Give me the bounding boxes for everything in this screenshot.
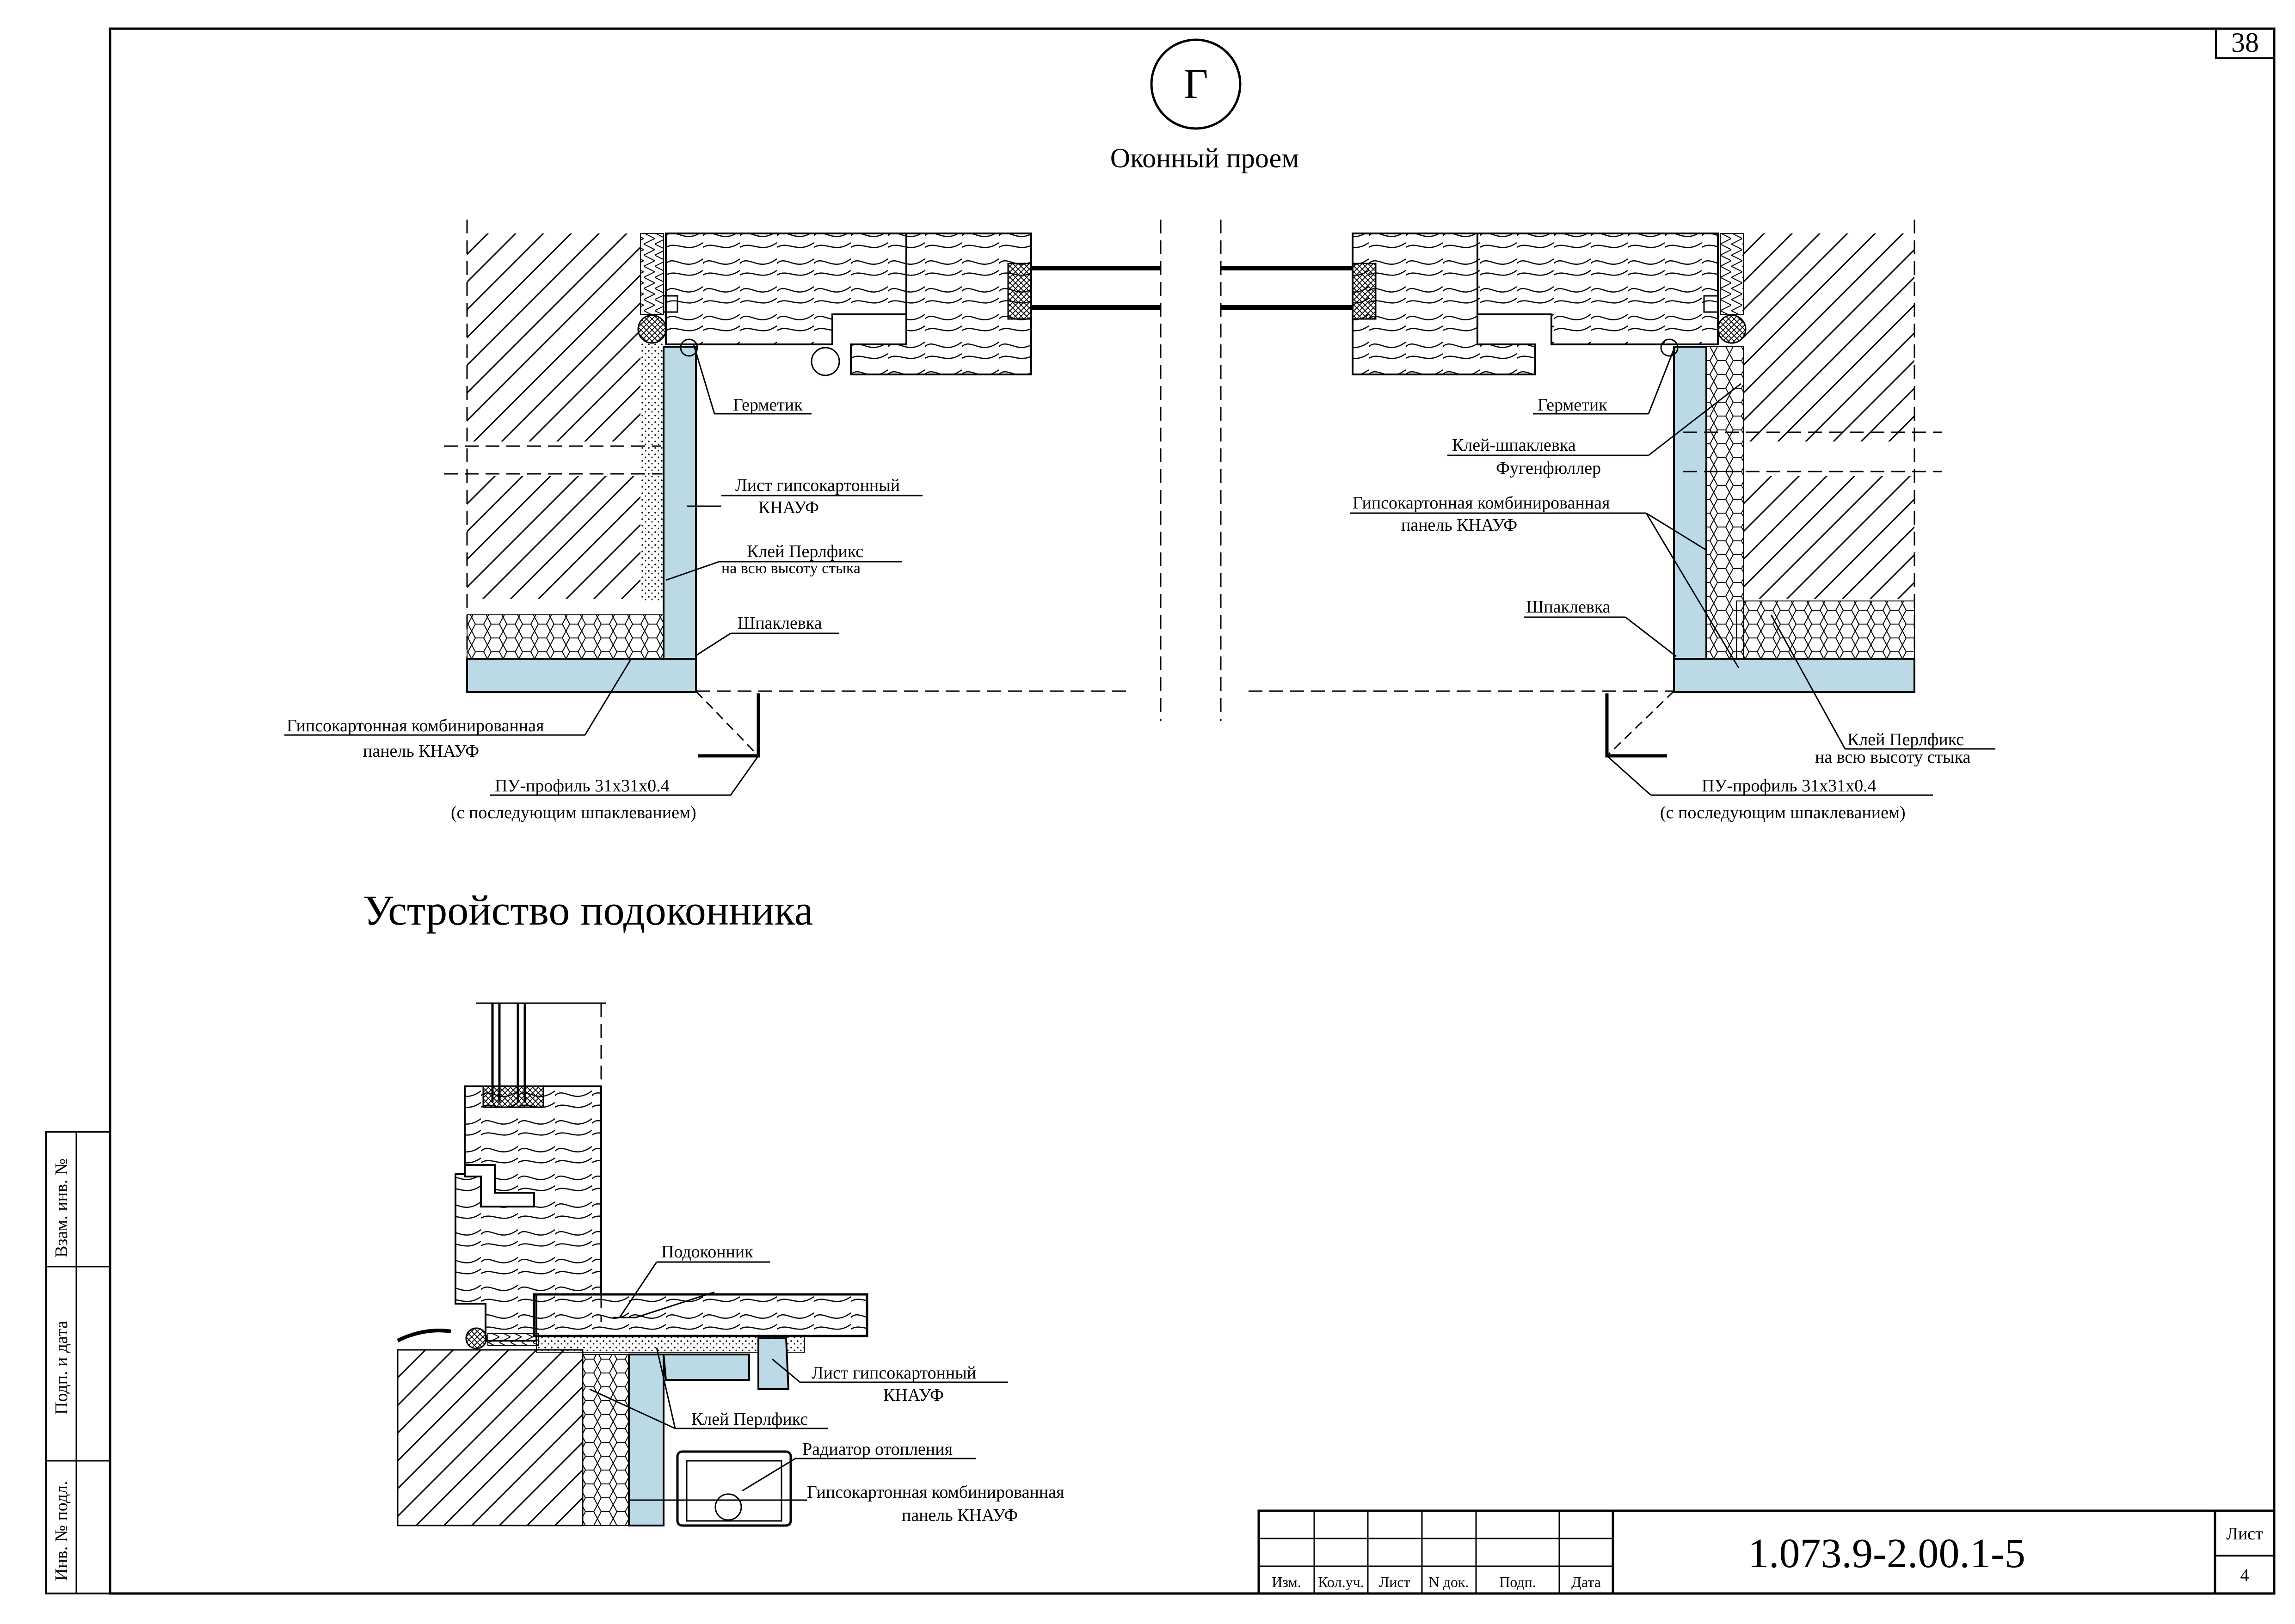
left-label-profile-1: ПУ-профиль 31х31х0.4 xyxy=(495,776,670,796)
left-window-detail: Герметик Лист гипсокартонный КНАУФ Клей … xyxy=(284,220,1162,822)
sill-label-perlfix: Клей Перлфикс xyxy=(691,1410,808,1429)
sill-title: Устройство подоконника xyxy=(363,887,813,934)
sill-label-radiator: Радиатор отопления xyxy=(802,1440,953,1459)
document-code: 1.073.9-2.00.1-5 xyxy=(1748,1531,2025,1576)
right-label-glue-2: Фугенфюллер xyxy=(1496,459,1601,478)
title-block: Изм. Кол.уч. Лист N док. Подп. Дата 1.07… xyxy=(1257,1509,2276,1595)
right-label-profile-1: ПУ-профиль 31х31х0.4 xyxy=(1702,776,1877,796)
right-label-perlfix-1: Клей Перлфикс xyxy=(1847,730,1964,749)
left-label-hermetic: Герметик xyxy=(733,395,803,415)
tb-col-ndoc: N док. xyxy=(1429,1574,1469,1590)
right-label-perlfix-2: на всю высоту стыка xyxy=(1815,748,1971,767)
right-label-glue-1: Клей-шпаклевка xyxy=(1452,435,1576,455)
tb-col-date: Дата xyxy=(1571,1574,1601,1590)
left-label-gkl-1: Лист гипсокартонный xyxy=(735,476,900,495)
sill-label-sill: Подоконник xyxy=(661,1242,753,1262)
sill-label-gkl-1: Лист гипсокартонный xyxy=(812,1363,976,1383)
side-stamp: Взам. инв. № Подп. и дата Инв. № подл. xyxy=(45,1131,111,1594)
tb-col-podp: Подп. xyxy=(1499,1574,1536,1590)
stamp-inv-orig: Инв. № подл. xyxy=(52,1481,71,1581)
sill-label-panel-2: панель КНАУФ xyxy=(902,1506,1018,1525)
tb-col-list: Лист xyxy=(1379,1574,1410,1590)
right-label-panel-2: панель КНАУФ xyxy=(1401,515,1517,535)
tb-sheet-value: 4 xyxy=(2240,1566,2249,1585)
section-marker: Г Оконный проем xyxy=(1110,38,1299,173)
tb-sheet-label: Лист xyxy=(2226,1524,2263,1544)
section-letter: Г xyxy=(1183,60,1208,107)
right-label-profile-2: (с последующим шпаклеванием) xyxy=(1660,803,1906,822)
right-label-hermetic: Герметик xyxy=(1538,395,1607,415)
left-label-panel-1: Гипсокартонная комбинированная xyxy=(287,716,544,735)
stamp-sign-date: Подп. и дата xyxy=(52,1321,71,1415)
sill-detail: Устройство подоконника Подоконник Лист г… xyxy=(363,887,1064,1527)
left-label-perlfix-1: Клей Перлфикс xyxy=(747,542,863,561)
sill-label-panel-1: Гипсокартонная комбинированная xyxy=(807,1483,1064,1502)
left-label-perlfix-2: на всю высоту стыка xyxy=(721,560,861,577)
sill-label-gkl-2: КНАУФ xyxy=(883,1385,944,1405)
sheet-frame: 38 xyxy=(109,27,2276,1595)
left-label-panel-2: панель КНАУФ xyxy=(363,742,479,761)
right-label-putty: Шпаклевка xyxy=(1526,597,1611,617)
sheet-number: 38 xyxy=(2231,27,2259,58)
stamp-swap-inv: Взам. инв. № xyxy=(52,1158,71,1257)
tb-col-kol: Кол.уч. xyxy=(1318,1574,1364,1590)
tb-col-izm: Изм. xyxy=(1272,1574,1301,1590)
window-title: Оконный проем xyxy=(1110,143,1299,173)
left-label-gkl-2: КНАУФ xyxy=(758,498,819,517)
left-label-putty: Шпаклевка xyxy=(738,613,822,633)
right-window-detail: Герметик Клей-шпаклевка Фугенфюллер Гипс… xyxy=(1220,220,1995,822)
left-label-profile-2: (с последующим шпаклеванием) xyxy=(451,803,696,822)
right-label-panel-1: Гипсокартонная комбинированная xyxy=(1353,493,1610,513)
